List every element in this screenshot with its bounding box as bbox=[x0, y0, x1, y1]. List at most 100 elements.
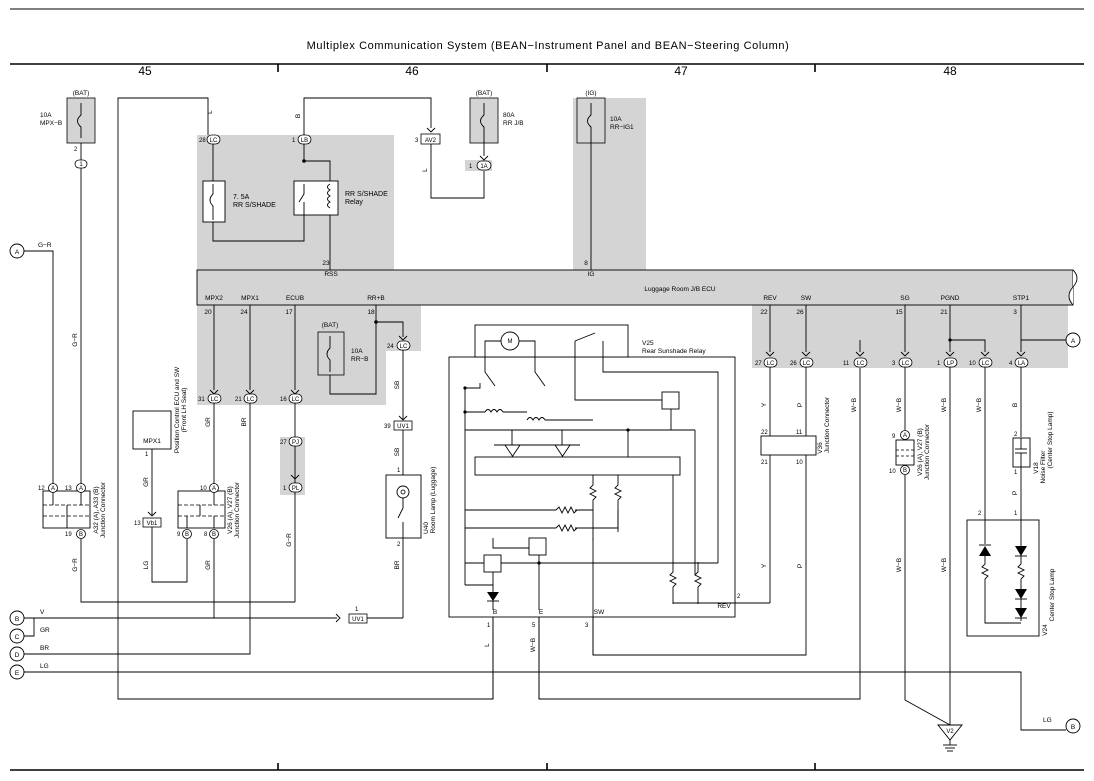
pin-number: 24 bbox=[387, 344, 394, 350]
fuse-name: RR S/SHADE bbox=[233, 202, 276, 209]
wire-color: W−B bbox=[896, 398, 903, 412]
ecu-name: Luggage Room J/B ECU bbox=[644, 286, 715, 293]
component-label: V36 bbox=[817, 442, 824, 454]
ground-label: V2 bbox=[946, 729, 954, 735]
pin-number: 3 bbox=[585, 623, 589, 629]
connector-label: LC bbox=[902, 361, 910, 367]
wire-color: W−B bbox=[896, 558, 903, 572]
connector-av2 bbox=[420, 133, 441, 145]
ecu-pin-sw-num: 26 bbox=[796, 309, 804, 316]
pin-number: 1 bbox=[1014, 470, 1018, 476]
pin-number: 1 bbox=[487, 623, 491, 629]
relay-ic bbox=[474, 456, 681, 476]
ecu-pin-mpx2: MPX2 bbox=[205, 295, 223, 302]
component-label: U40 bbox=[423, 522, 430, 534]
ecu-pin-rev-num: 22 bbox=[760, 309, 768, 316]
ecu-pin-stp1-num: 3 bbox=[1013, 309, 1017, 316]
pin-number: 16 bbox=[280, 397, 287, 403]
connector-label: UV1 bbox=[352, 617, 364, 623]
ecu-pin-ecub-num: 17 bbox=[285, 309, 293, 316]
connector-pj bbox=[288, 436, 303, 447]
wire-color: BR bbox=[394, 560, 401, 569]
component-label: Room Lamp (Luggage) bbox=[430, 467, 437, 534]
ecu-pin-ig-num: 8 bbox=[584, 260, 588, 267]
motor-label: M bbox=[508, 339, 513, 345]
connector-uv1-bottom bbox=[348, 613, 368, 624]
noise-filter bbox=[1012, 437, 1031, 468]
connector-lc-16 bbox=[288, 393, 303, 404]
connector-label: 1A bbox=[480, 164, 487, 170]
fuse-rating: 80A bbox=[503, 112, 515, 119]
section-number: 48 bbox=[943, 64, 957, 78]
wire-color: W−B bbox=[941, 558, 948, 572]
pin-number: 1 bbox=[292, 138, 296, 144]
pin-number: 13 bbox=[134, 521, 141, 527]
pin-number: 26 bbox=[790, 361, 797, 367]
connector-lc-27 bbox=[763, 357, 778, 368]
connector-label: AV2 bbox=[425, 138, 437, 144]
ecu-pin-stp1: STP1 bbox=[1013, 295, 1030, 302]
fuse-supply: (BAT) bbox=[476, 90, 493, 97]
pin-number: 19 bbox=[65, 532, 72, 538]
fuse-supply: (BAT) bbox=[73, 90, 90, 97]
connector-label: LA bbox=[1018, 361, 1025, 367]
pin-number: 22 bbox=[761, 430, 768, 436]
wire-color: P bbox=[797, 403, 804, 407]
pin-number: 1 bbox=[145, 452, 149, 458]
connector-label: Vb1 bbox=[147, 521, 158, 527]
pin-number: 2 bbox=[1014, 432, 1018, 438]
connector-lc-21 bbox=[243, 393, 258, 404]
component-label: Center Stop Lamp bbox=[1049, 568, 1056, 621]
ecu-pin-ig: IG bbox=[588, 271, 595, 278]
pin-letter: B bbox=[79, 532, 83, 538]
wire-color: Y bbox=[761, 563, 768, 568]
section-number: 46 bbox=[405, 64, 419, 78]
wire-color: LG bbox=[1043, 717, 1052, 724]
pin-number: 8 bbox=[204, 532, 208, 538]
position-control-ecu bbox=[132, 410, 172, 450]
pin-number: 11 bbox=[796, 430, 803, 436]
luggage-room-jb-ecu bbox=[196, 269, 1074, 306]
wire-color: W−B bbox=[530, 638, 537, 652]
wire-color: G−R bbox=[72, 558, 79, 572]
connector-lc-26 bbox=[799, 357, 814, 368]
connector-lc-10 bbox=[978, 357, 993, 368]
pin-letter: A bbox=[79, 486, 83, 492]
junction-v26-v27-right bbox=[895, 439, 915, 466]
wire-color: LG bbox=[143, 561, 150, 570]
fuse-rating: 10A bbox=[610, 116, 622, 123]
pin-number: 27 bbox=[755, 361, 762, 367]
pin-number: 2 bbox=[74, 147, 78, 153]
ecu-pin-sw: SW bbox=[801, 295, 812, 302]
fuse-name: RR−IG1 bbox=[610, 124, 634, 131]
wire-color: SB bbox=[394, 381, 401, 390]
connector-1a bbox=[476, 160, 492, 171]
section-number: 45 bbox=[138, 64, 152, 78]
pin-number: 1 bbox=[1014, 511, 1018, 517]
pin-number: 1 bbox=[79, 162, 83, 168]
pin-number: 1 bbox=[283, 486, 287, 492]
fuse-rr-b bbox=[317, 331, 345, 376]
ecu-pin-mpx1-num: 24 bbox=[240, 309, 248, 316]
connector-la bbox=[1014, 357, 1029, 368]
ecu-pin-rrb-num: 18 bbox=[367, 309, 375, 316]
pin-number: 9 bbox=[177, 532, 181, 538]
pin-number: 1 bbox=[469, 164, 473, 170]
fuse-supply: (BAT) bbox=[322, 322, 339, 329]
ref-label: D bbox=[15, 652, 20, 659]
connector-lc-31 bbox=[207, 393, 222, 404]
connector-label: UV1 bbox=[397, 424, 409, 430]
wire-color: L bbox=[422, 168, 429, 172]
connector-lc-24 bbox=[396, 340, 411, 351]
ecu-pin-rss: RSS bbox=[324, 271, 338, 278]
ecu-pin-sg-num: 15 bbox=[895, 309, 903, 316]
component-label: (Center Stop Lamp) bbox=[1047, 411, 1054, 468]
pin-letter: B bbox=[212, 532, 216, 538]
ref-label: A bbox=[15, 249, 20, 256]
connector-label: PL bbox=[292, 486, 300, 492]
component-label: A32 (A), A33 (B) bbox=[93, 486, 100, 533]
ecu-pin-rss-num: 23 bbox=[322, 260, 330, 267]
connector-label: LB bbox=[301, 138, 308, 144]
connector-label: LC bbox=[211, 397, 219, 403]
ground-v2 bbox=[937, 724, 963, 741]
